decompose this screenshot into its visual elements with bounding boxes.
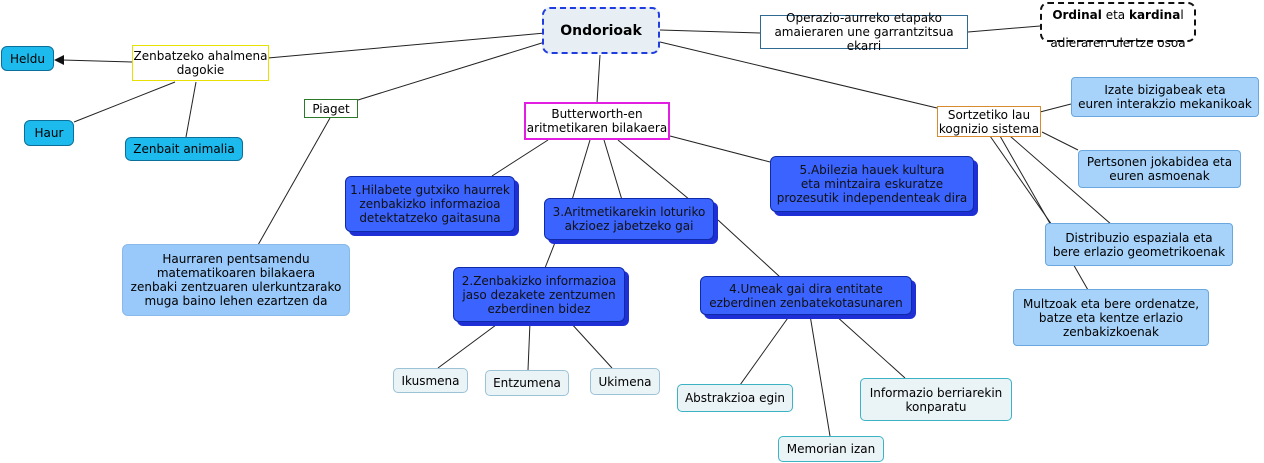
edge-zenbatzeko-animalia bbox=[185, 81, 197, 138]
edge-umeak-informazio bbox=[834, 314, 906, 379]
node-zenbait-animalia[interactable]: Zenbait animalia bbox=[125, 137, 243, 161]
node-butterworth[interactable]: Butterworth-en aritmetikaren bilakaera bbox=[524, 102, 670, 140]
edge-piaget-haurraren bbox=[257, 117, 331, 246]
ordinal-text-line2: adieraren ulertze osoa bbox=[1050, 36, 1186, 50]
node-sortzetiko[interactable]: Sortzetiko lau kognizio sistema bbox=[937, 106, 1041, 137]
node-piaget[interactable]: Piaget bbox=[304, 99, 358, 118]
node-multzoak[interactable]: Multzoak eta bere ordenatze, batze eta k… bbox=[1013, 289, 1209, 346]
edge-zenbatzeko-heldu bbox=[61, 59, 133, 63]
edge-sortzetiko-multzoak bbox=[999, 135, 1089, 291]
kardinal-bold: kardina bbox=[1128, 8, 1181, 22]
edge-butterworth-abilezia bbox=[669, 135, 771, 163]
node-zenbatzeko[interactable]: Zenbatzeko ahalmena dagokie bbox=[132, 45, 269, 81]
node-haur[interactable]: Haur bbox=[24, 120, 74, 146]
node-pertsonen-jokabidea[interactable]: Pertsonen jokabidea eta euren asmoenak bbox=[1078, 150, 1241, 188]
node-ikusmena[interactable]: Ikusmena bbox=[393, 368, 468, 393]
edge-root-operazio bbox=[659, 29, 761, 34]
kardinal-suffix: l bbox=[1180, 8, 1184, 22]
edge-operazio-ordinal bbox=[967, 25, 1041, 33]
edge-root-piaget bbox=[357, 41, 546, 101]
node-abstrakzioa[interactable]: Abstrakzioa egin bbox=[677, 384, 793, 412]
node-entzumena[interactable]: Entzumena bbox=[485, 370, 569, 396]
edge-aritmetika-umeak bbox=[717, 219, 781, 278]
edge-sortzetiko-distribuzio-b bbox=[1009, 135, 1113, 226]
edge-sortzetiko-izate bbox=[1039, 103, 1072, 113]
node-ordinal-kardinal[interactable]: Ordinal eta kardinal adieraren ulertze o… bbox=[1040, 2, 1196, 50]
edge-zenbakizko-ukimena bbox=[569, 321, 613, 369]
edge-root-sortzetiko bbox=[659, 41, 938, 109]
node-umeak[interactable]: 4.Umeak gai dira entitate ezberdinen zen… bbox=[700, 276, 912, 315]
node-ukimena[interactable]: Ukimena bbox=[590, 368, 660, 395]
arrowhead-heldu bbox=[54, 55, 64, 65]
ordinal-text-eta: eta bbox=[1101, 8, 1129, 22]
edge-zenbakizko-ikusmena bbox=[437, 321, 501, 369]
node-haurraren-pentsamendu[interactable]: Haurraren pentsamendu matematikoaren bil… bbox=[122, 244, 350, 316]
edge-butterworth-aritmetika-a bbox=[571, 139, 591, 201]
node-zenbakizko-informazioa[interactable]: 2.Zenbakizko informazioa jaso dezakete z… bbox=[453, 267, 625, 322]
edge-zenbakizko-entzumena bbox=[527, 321, 531, 371]
node-abilezia[interactable]: 5.Abilezia hauek kultura eta mintzaira e… bbox=[770, 156, 974, 212]
node-izate-bizigabeak[interactable]: Izate bizigabeak eta euren interakzio me… bbox=[1071, 77, 1259, 117]
node-distribuzio-espaziala[interactable]: Distribuzio espaziala eta bere erlazio g… bbox=[1045, 223, 1233, 266]
edge-root-zenbatzeko bbox=[267, 32, 546, 59]
edge-umeak-memorian bbox=[809, 314, 831, 437]
node-informazio-berriarekin[interactable]: Informazio berriarekin konparatu bbox=[860, 378, 1012, 421]
node-memorian[interactable]: Memorian izan bbox=[778, 436, 884, 462]
edge-butterworth-aritmetika-c bbox=[617, 139, 691, 201]
edge-butterworth-aritmetika-b bbox=[603, 139, 623, 201]
node-operazio-aurreko[interactable]: Operazio-aurreko etapako amaieraren une … bbox=[760, 11, 968, 53]
node-ondorioak[interactable]: Ondorioak bbox=[542, 7, 660, 54]
edge-root-butterworth bbox=[596, 54, 601, 104]
ordinal-bold: Ordinal bbox=[1052, 8, 1102, 22]
edge-aritmetika-zenbakizko bbox=[544, 239, 557, 269]
node-aritmetika[interactable]: 3.Aritmetikarekin loturiko akzioez jabet… bbox=[544, 198, 714, 240]
node-hilabete[interactable]: 1.Hilabete gutxiko haurrek zenbakizko in… bbox=[345, 176, 515, 232]
edge-sortzetiko-pertsonen bbox=[1041, 131, 1079, 151]
node-heldu[interactable]: Heldu bbox=[1, 46, 54, 71]
edge-zenbatzeko-haur bbox=[73, 81, 176, 123]
edge-butterworth-hilabete bbox=[491, 139, 549, 177]
edge-umeak-abstrakzioa bbox=[739, 314, 791, 386]
edge-sortzetiko-distribuzio-a bbox=[989, 135, 1053, 226]
